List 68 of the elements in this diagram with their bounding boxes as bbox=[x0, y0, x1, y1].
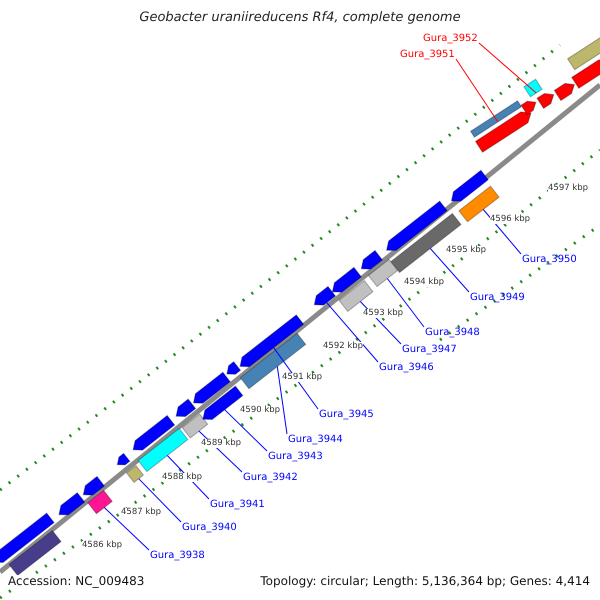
scale-label: 4597 kbp bbox=[548, 184, 588, 192]
gene-bar bbox=[240, 332, 306, 390]
gene-label: Gura_3952 bbox=[423, 34, 478, 44]
gene-block bbox=[58, 492, 86, 516]
gene-label: Gura_3947 bbox=[402, 345, 457, 355]
scale-label: 4592 kbp bbox=[323, 342, 364, 350]
gene-block bbox=[520, 100, 537, 116]
footer-text: Accession: NC_009483 bbox=[8, 575, 144, 587]
gene-block bbox=[132, 414, 176, 451]
scale-label: 4586 kbp bbox=[82, 541, 122, 550]
scale-label: 4587 kbp bbox=[121, 508, 162, 516]
leader-line bbox=[104, 507, 150, 550]
leader-line bbox=[456, 58, 498, 122]
gene-block bbox=[192, 372, 231, 404]
gene-block bbox=[82, 476, 106, 496]
gene-block bbox=[116, 452, 130, 466]
gene-label: Gura_3942 bbox=[243, 473, 298, 483]
leader-line bbox=[326, 302, 378, 362]
gene-block bbox=[536, 92, 554, 110]
scale-label: 4588 kbp bbox=[162, 473, 202, 482]
gene-block bbox=[554, 82, 576, 102]
scale-label: 4593 kbp bbox=[363, 309, 404, 318]
leader-line bbox=[276, 366, 288, 434]
footer-text: Topology: circular; Length: 5,136,364 bp; Genes: 4,414 bbox=[260, 575, 590, 587]
gene-bar bbox=[182, 413, 208, 439]
gene-label: Gura_3946 bbox=[379, 363, 434, 373]
leader-line bbox=[482, 209, 522, 254]
gene-block bbox=[240, 314, 304, 368]
leader-line bbox=[478, 42, 537, 94]
gene-block bbox=[175, 398, 196, 417]
scale-label: 4590 kbp bbox=[240, 406, 280, 414]
leader-line bbox=[224, 409, 268, 452]
leader-line bbox=[273, 347, 318, 410]
scale-label: 4596 kbp bbox=[490, 215, 530, 224]
gene-label: Gura_3944 bbox=[288, 435, 343, 445]
gene-block bbox=[386, 200, 448, 251]
gene-block bbox=[332, 266, 362, 293]
gene-label: Gura_3941 bbox=[210, 500, 265, 510]
gene-bar bbox=[523, 78, 543, 98]
gene-bar bbox=[138, 428, 188, 472]
scale-label: 4589 kbp bbox=[201, 439, 242, 448]
gene-block bbox=[0, 512, 55, 563]
gene-block bbox=[571, 59, 600, 89]
gene-bar bbox=[8, 530, 62, 576]
leader-line bbox=[138, 478, 182, 522]
scale-label: 4595 kbp bbox=[446, 246, 486, 254]
gene-label: Gura_3948 bbox=[425, 328, 480, 338]
leader-line bbox=[386, 278, 424, 328]
gene-bar bbox=[87, 490, 113, 514]
gene-label: Gura_3949 bbox=[470, 293, 525, 303]
gene-block bbox=[226, 361, 242, 375]
gene-label: Gura_3951 bbox=[400, 50, 455, 60]
leader-line bbox=[430, 248, 470, 292]
gene-label: Gura_3945 bbox=[319, 410, 374, 420]
title: Geobacter uraniireducens Rf4, complete genome bbox=[138, 11, 462, 24]
gene-label: Gura_3940 bbox=[182, 523, 237, 533]
scale-label: 4594 kbp bbox=[404, 278, 444, 286]
gene-block bbox=[450, 170, 489, 202]
gene-block bbox=[360, 250, 384, 270]
gene-bar bbox=[470, 100, 522, 138]
gene-block bbox=[314, 286, 336, 306]
scale-label: 4591 kbp bbox=[282, 373, 322, 382]
gene-label: Gura_3938 bbox=[150, 551, 205, 561]
gene-label: Gura_3950 bbox=[522, 255, 577, 265]
gene-bar bbox=[368, 258, 398, 288]
gene-bar bbox=[126, 464, 144, 484]
gene-label: Gura_3943 bbox=[268, 452, 323, 462]
gene-block bbox=[474, 111, 532, 153]
